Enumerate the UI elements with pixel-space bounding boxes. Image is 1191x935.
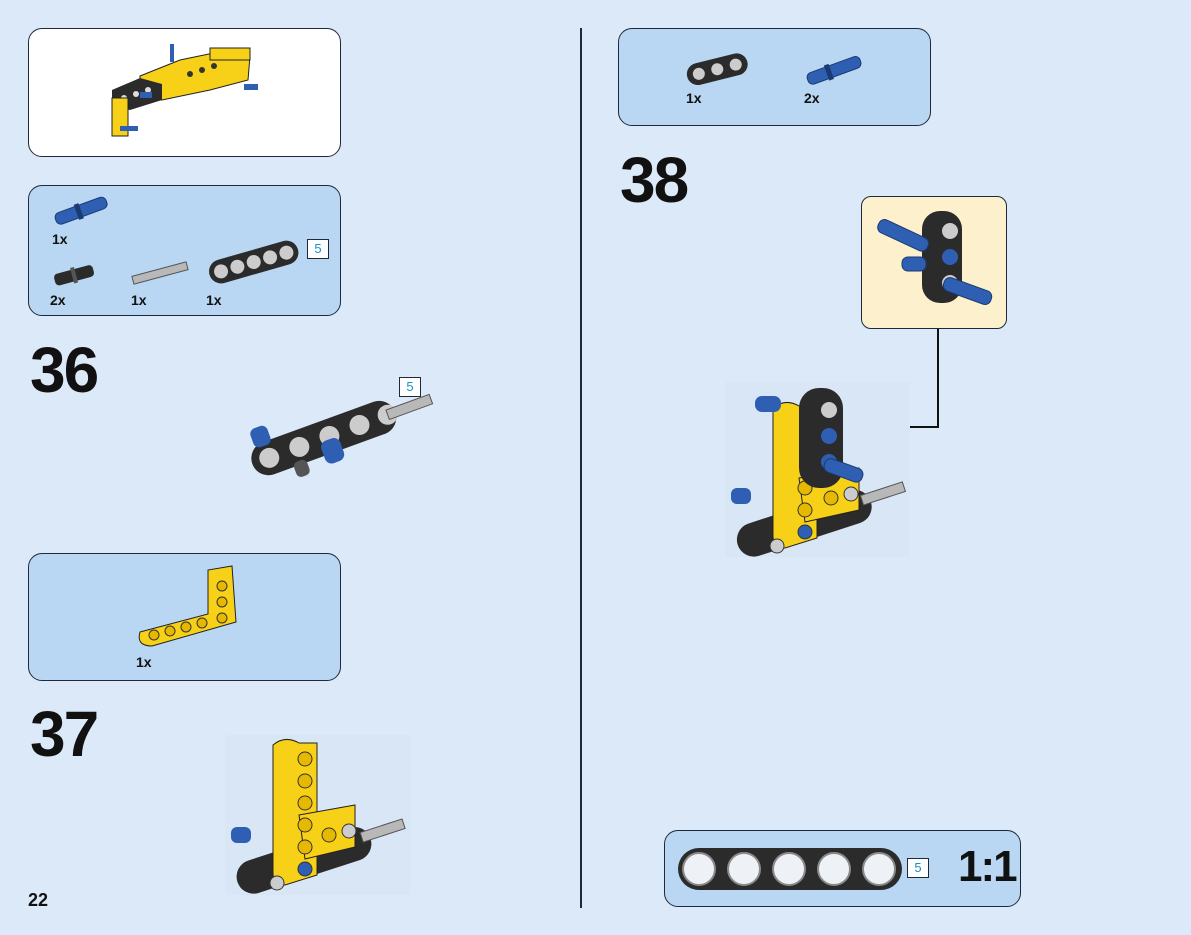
step-37-assembly-image [225,735,410,895]
qty-black-beam-3: 1x [686,90,702,106]
blue-long-pin-part [54,196,108,225]
step-number-38: 38 [620,144,689,216]
beam-length-callout: 5 [307,239,329,259]
subassembly-image [877,211,993,305]
black-beam-3-part [686,53,748,86]
step-number-37: 37 [30,698,99,770]
page-number: 22 [28,890,49,910]
scale-label: 1:1 [958,842,1018,891]
qty-black-pin: 2x [50,292,66,308]
qty-grey-axle: 1x [131,292,147,308]
blue-pin-part [806,56,862,85]
step-36-length-callout: 5 [399,377,421,397]
qty-blue-pin: 2x [804,90,820,106]
yellow-l-beam-part [138,565,237,647]
submodel-overview-image [111,44,258,137]
black-pin-part [54,265,95,286]
qty-yellow-l-beam: 1x [136,654,152,670]
step-38-assembly-image [725,382,910,557]
step-36-assembly-image [250,393,434,477]
scale-length-callout: 5 [907,858,929,878]
scale-beam-image [678,848,902,890]
column-divider [580,28,582,908]
qty-blue-long-pin: 1x [52,231,68,247]
qty-black-beam: 1x [206,292,222,308]
grey-axle-part [131,261,189,285]
black-beam-5-part [209,240,299,284]
parts-list-step-37 [28,553,341,681]
step-number-36: 36 [30,334,99,406]
parts-list-step-38 [618,28,931,126]
